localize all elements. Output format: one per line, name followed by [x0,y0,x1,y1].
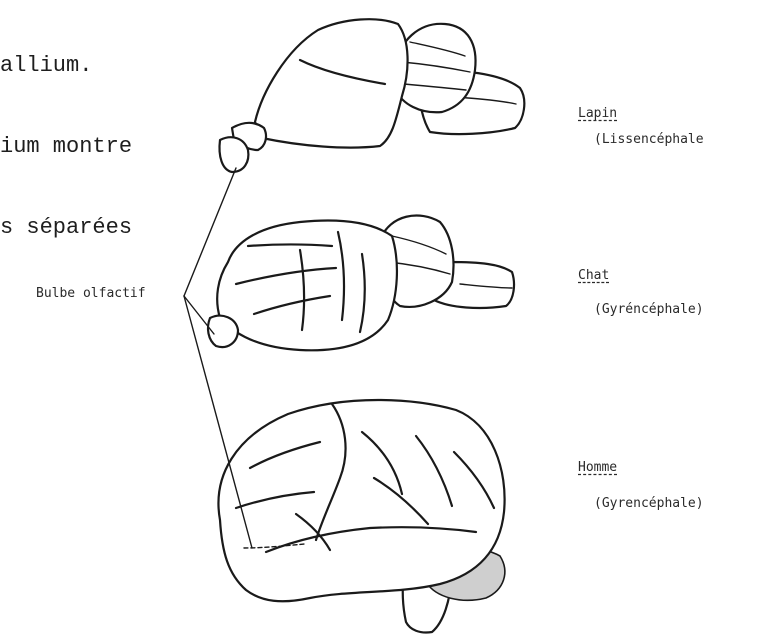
rabbit-label: Lapin [578,106,617,121]
cat-label: Chat [578,268,609,283]
cat-brain [208,216,514,351]
human-label: Homme [578,460,617,475]
rabbit-brain [220,19,525,172]
human-type: (Gyrencéphale) [594,496,704,511]
rabbit-type: (Lissencéphale [594,132,704,147]
olfactory-bulb-label: Bulbe olfactif [36,286,146,301]
cat-type: (Gyréncéphale) [594,302,704,317]
human-brain [218,400,504,633]
